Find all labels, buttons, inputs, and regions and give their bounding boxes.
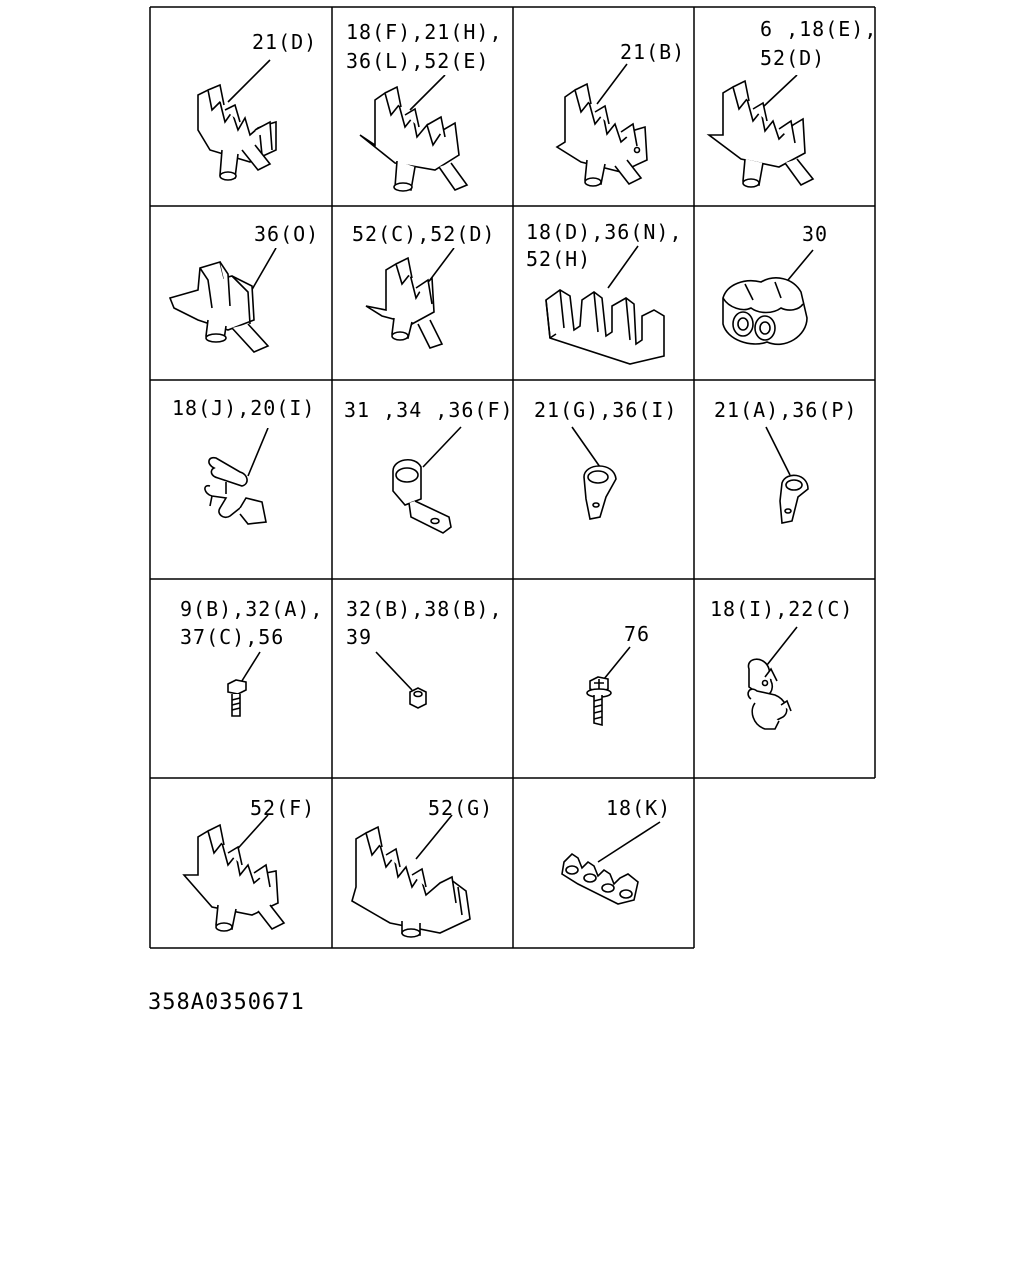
- pipe-clamp-icon: [392, 426, 462, 534]
- part-label: 21(D): [252, 30, 318, 54]
- part-label: 18(J),20(I): [172, 396, 316, 420]
- spring-clip-icon: [204, 428, 269, 525]
- p-clamp-small-icon: [765, 426, 809, 524]
- part-label: 18(K): [606, 796, 672, 820]
- part-label: 18(D),36(N),: [526, 220, 683, 244]
- part-label: 30: [802, 222, 829, 246]
- part-label: 36(L),52(E): [346, 49, 490, 73]
- part-label: 6 ,18(E),: [760, 17, 878, 41]
- part-label: 37(C),56: [180, 625, 285, 649]
- triple-clip-icon: [359, 75, 469, 192]
- quad-clip-icon: [351, 815, 471, 938]
- part-label: 21(A),36(P): [714, 398, 858, 422]
- figure-code: 358A0350671: [148, 990, 305, 1015]
- part-label: 39: [346, 625, 373, 649]
- part-label: 32(B),38(B),: [346, 597, 503, 621]
- part-label: 76: [624, 622, 651, 646]
- part-label: 21(B): [620, 40, 686, 64]
- double-clamp-icon: [747, 626, 798, 730]
- part-label: 18(I),22(C): [710, 597, 854, 621]
- part-label: 21(G),36(I): [534, 398, 678, 422]
- part-label: 9(B),32(A),: [180, 597, 324, 621]
- part-label: 18(F),21(H),: [346, 20, 503, 44]
- triple-clip-icon: [555, 63, 648, 187]
- grommet-comb-icon: [545, 245, 665, 365]
- triple-clip-icon: [197, 59, 277, 181]
- rubber-grommet-icon: [722, 249, 814, 345]
- part-label: 52(G): [428, 796, 494, 820]
- single-clip-icon: [168, 248, 277, 353]
- part-label: 52(H): [526, 247, 592, 271]
- part-label: 52(C),52(D): [352, 222, 496, 246]
- part-label: 31 ,34 ,36(F): [344, 398, 514, 422]
- triple-clip-icon: [182, 815, 286, 932]
- bolt-icon: [227, 651, 261, 717]
- triple-clip-icon: [706, 75, 815, 188]
- small-triple-clip-icon: [561, 821, 661, 905]
- part-label: 36(O): [254, 222, 320, 246]
- part-label: 52(F): [250, 796, 316, 820]
- single-clip-icon: [365, 248, 455, 349]
- p-clamp-icon: [571, 426, 617, 520]
- nut-icon: [375, 651, 427, 709]
- flange-bolt-icon: [586, 646, 631, 727]
- part-label: 52(D): [760, 46, 826, 70]
